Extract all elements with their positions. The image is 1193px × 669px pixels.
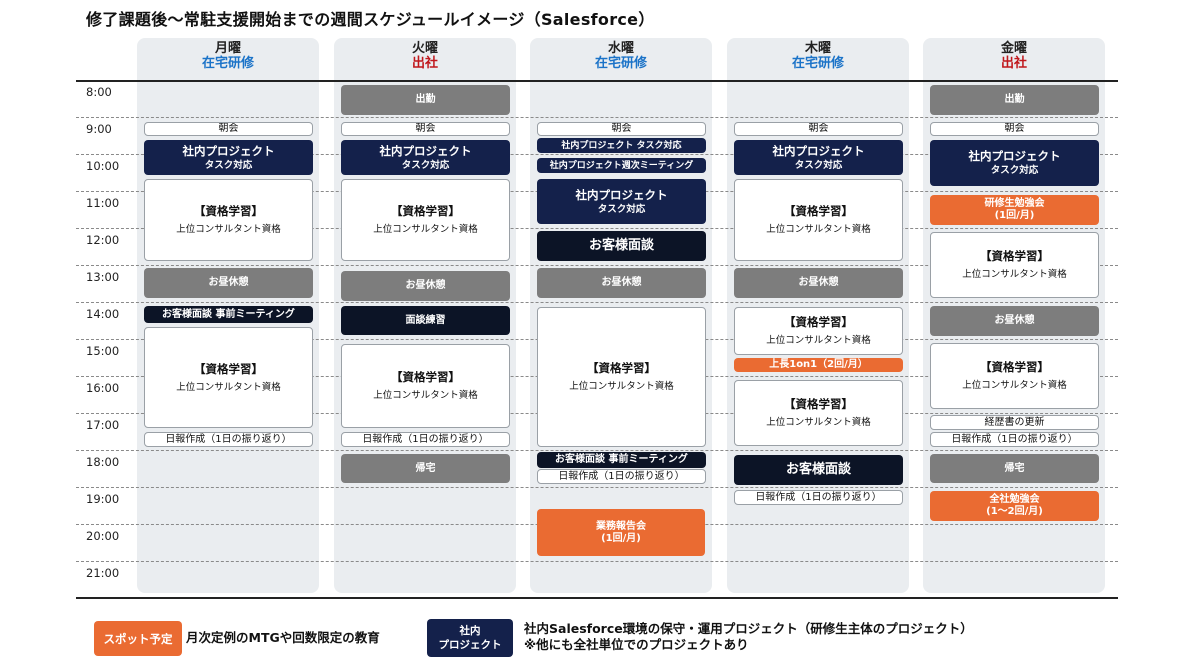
time-label: 21:00 — [86, 566, 120, 580]
event-go-home: 帰宅 — [341, 454, 510, 483]
footer-divider — [76, 597, 1118, 599]
event-qualification-study: 【資格学習】 上位コンサルタント資格 — [341, 344, 510, 428]
event-lunch: お昼休憩 — [144, 268, 313, 298]
event-chorei: 朝会 — [341, 122, 510, 136]
event-client-meeting: お客様面談 — [537, 231, 706, 261]
event-internal-project: 社内プロジェクト タスク対応 — [144, 140, 313, 175]
legend-spot-badge: スポット予定 — [94, 621, 182, 656]
time-label: 20:00 — [86, 529, 120, 543]
day-mode: 出社 — [411, 56, 438, 71]
day-name: 月曜 — [214, 41, 241, 56]
event-commute: 出勤 — [341, 85, 510, 115]
event-internal-project: 社内プロジェクト タスク対応 — [734, 140, 903, 175]
hour-gridline — [76, 487, 1118, 488]
event-client-premeeting: お客様面談 事前ミーティング — [144, 306, 313, 323]
day-header-fri: 金曜 出社 — [923, 41, 1105, 71]
event-trainee-study-session: 研修生勉強会 (1回/月) — [930, 195, 1099, 225]
event-daily-report: 日報作成（1日の振り返り） — [144, 432, 313, 447]
event-daily-report: 日報作成（1日の振り返り） — [734, 490, 903, 505]
event-client-premeeting: お客様面談 事前ミーティング — [537, 452, 706, 468]
event-daily-report: 日報作成（1日の振り返り） — [341, 432, 510, 447]
event-qualification-study: 【資格学習】 上位コンサルタント資格 — [144, 327, 313, 428]
event-boss-1on1: 上長1on1（2回/月） — [734, 358, 903, 372]
event-qualification-study: 【資格学習】 上位コンサルタント資格 — [144, 179, 313, 261]
time-label: 17:00 — [86, 418, 120, 432]
time-label: 12:00 — [86, 233, 120, 247]
event-internal-project: 社内プロジェクト タスク対応 — [930, 140, 1099, 186]
time-label: 15:00 — [86, 344, 120, 358]
event-chorei: 朝会 — [144, 122, 313, 136]
event-client-meeting: お客様面談 — [734, 455, 903, 485]
event-internal-project: 社内プロジェクト タスク対応 — [537, 179, 706, 224]
day-header-tue: 火曜 出社 — [334, 41, 516, 71]
time-label: 13:00 — [86, 270, 120, 284]
event-chorei: 朝会 — [930, 122, 1099, 136]
event-qualification-study: 【資格学習】 上位コンサルタント資格 — [734, 380, 903, 446]
day-name: 金曜 — [1000, 41, 1027, 56]
event-resume-update: 経歴書の更新 — [930, 415, 1099, 430]
day-name: 水曜 — [607, 41, 634, 56]
hour-gridline — [76, 450, 1118, 451]
event-lunch: お昼休憩 — [734, 268, 903, 298]
header-divider — [76, 80, 1118, 82]
hour-gridline — [76, 228, 1118, 229]
hour-gridline — [76, 154, 1118, 155]
day-name: 木曜 — [804, 41, 831, 56]
event-lunch: お昼休憩 — [930, 306, 1099, 336]
event-go-home: 帰宅 — [930, 454, 1099, 483]
event-lunch: お昼休憩 — [537, 268, 706, 298]
time-label: 14:00 — [86, 307, 120, 321]
event-chorei: 朝会 — [537, 122, 706, 136]
time-label: 11:00 — [86, 196, 120, 210]
hour-gridline — [76, 117, 1118, 118]
day-header-thu: 木曜 在宅研修 — [727, 41, 909, 71]
time-label: 10:00 — [86, 159, 120, 173]
time-label: 8:00 — [86, 85, 112, 99]
day-mode: 在宅研修 — [594, 56, 647, 71]
legend-project-description: 社内Salesforce環境の保守・運用プロジェクト（研修生主体のプロジェクト）… — [524, 621, 973, 652]
legend-project-badge: 社内 プロジェクト — [427, 619, 513, 657]
event-company-study-session: 全社勉強会 (1〜2回/月) — [930, 491, 1099, 521]
hour-gridline — [76, 265, 1118, 266]
event-qualification-study: 【資格学習】 上位コンサルタント資格 — [537, 307, 706, 447]
event-business-report: 業務報告会 (1回/月) — [537, 509, 705, 556]
event-daily-report: 日報作成（1日の振り返り） — [930, 432, 1099, 447]
event-internal-project: 社内プロジェクト タスク対応 — [341, 140, 510, 175]
event-commute: 出勤 — [930, 85, 1099, 115]
event-daily-report: 日報作成（1日の振り返り） — [537, 469, 706, 484]
day-header-wed: 水曜 在宅研修 — [530, 41, 712, 71]
event-lunch: お昼休憩 — [341, 271, 510, 301]
hour-gridline — [76, 561, 1118, 562]
event-qualification-study: 【資格学習】 上位コンサルタント資格 — [930, 343, 1099, 409]
event-qualification-study: 【資格学習】 上位コンサルタント資格 — [734, 307, 903, 355]
page-title: 修了課題後〜常駐支援開始までの週間スケジュールイメージ（Salesforce） — [86, 10, 655, 29]
day-mode: 在宅研修 — [201, 56, 254, 71]
event-qualification-study: 【資格学習】 上位コンサルタント資格 — [734, 179, 903, 261]
day-name: 火曜 — [411, 41, 438, 56]
legend-spot-description: 月次定例のMTGや回数限定の教育 — [186, 630, 380, 645]
time-label: 18:00 — [86, 455, 120, 469]
event-qualification-study: 【資格学習】 上位コンサルタント資格 — [341, 179, 510, 261]
event-chorei: 朝会 — [734, 122, 903, 136]
event-internal-project-weekly: 社内プロジェクト週次ミーティング — [537, 158, 706, 173]
time-label: 19:00 — [86, 492, 120, 506]
time-label: 16:00 — [86, 381, 120, 395]
hour-gridline — [76, 302, 1118, 303]
event-internal-project-task: 社内プロジェクト タスク対応 — [537, 138, 706, 153]
time-label: 9:00 — [86, 122, 112, 136]
event-interview-practice: 面談練習 — [341, 306, 510, 335]
day-header-mon: 月曜 在宅研修 — [137, 41, 319, 71]
day-mode: 在宅研修 — [791, 56, 844, 71]
day-mode: 出社 — [1000, 56, 1027, 71]
event-qualification-study: 【資格学習】 上位コンサルタント資格 — [930, 232, 1099, 298]
